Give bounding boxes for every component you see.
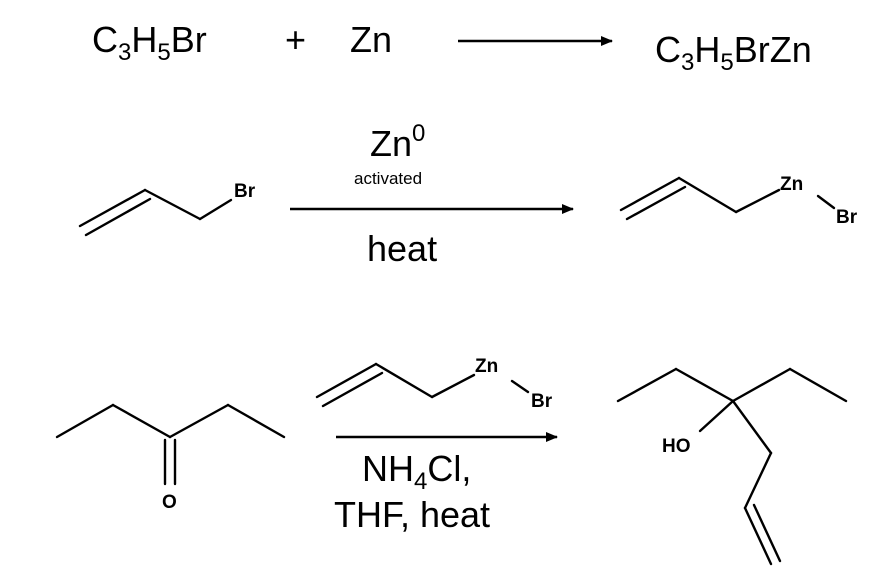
- atom-zn: Zn: [475, 356, 498, 377]
- reagent-zinc: Zn0: [370, 120, 425, 164]
- atom-br: Br: [531, 391, 553, 412]
- plus-sign: +: [285, 19, 306, 60]
- pentanone-structure: O: [55, 403, 286, 513]
- condition-heat: heat: [367, 228, 437, 269]
- allylzinc-bromide-reagent: Zn Br: [315, 356, 553, 412]
- atom-o: O: [162, 492, 177, 513]
- allyl-bromide-structure: Br: [78, 181, 256, 237]
- alcohol-product-structure: HO: [616, 367, 848, 566]
- condition-nh4cl: NH4Cl,: [362, 448, 471, 495]
- reactant-zinc: Zn: [350, 19, 392, 60]
- allylzinc-bromide-structure: Zn Br: [619, 174, 858, 228]
- reaction-2: Br Zn0 activated heat Zn Br: [78, 120, 858, 269]
- reaction-3: O Zn Br NH4Cl, THF, heat HO: [55, 356, 848, 566]
- atom-zn: Zn: [780, 174, 803, 195]
- atom-ho: HO: [662, 436, 691, 457]
- reagent-note: activated: [354, 169, 422, 188]
- reaction-1: C3H5Br + Zn C3H5BrZn: [92, 19, 812, 76]
- atom-br: Br: [234, 181, 256, 202]
- atom-br: Br: [836, 207, 858, 228]
- product-formula: C3H5BrZn: [655, 29, 812, 76]
- condition-thf-heat: THF, heat: [334, 494, 490, 535]
- reactant-allyl-bromide-formula: C3H5Br: [92, 19, 207, 66]
